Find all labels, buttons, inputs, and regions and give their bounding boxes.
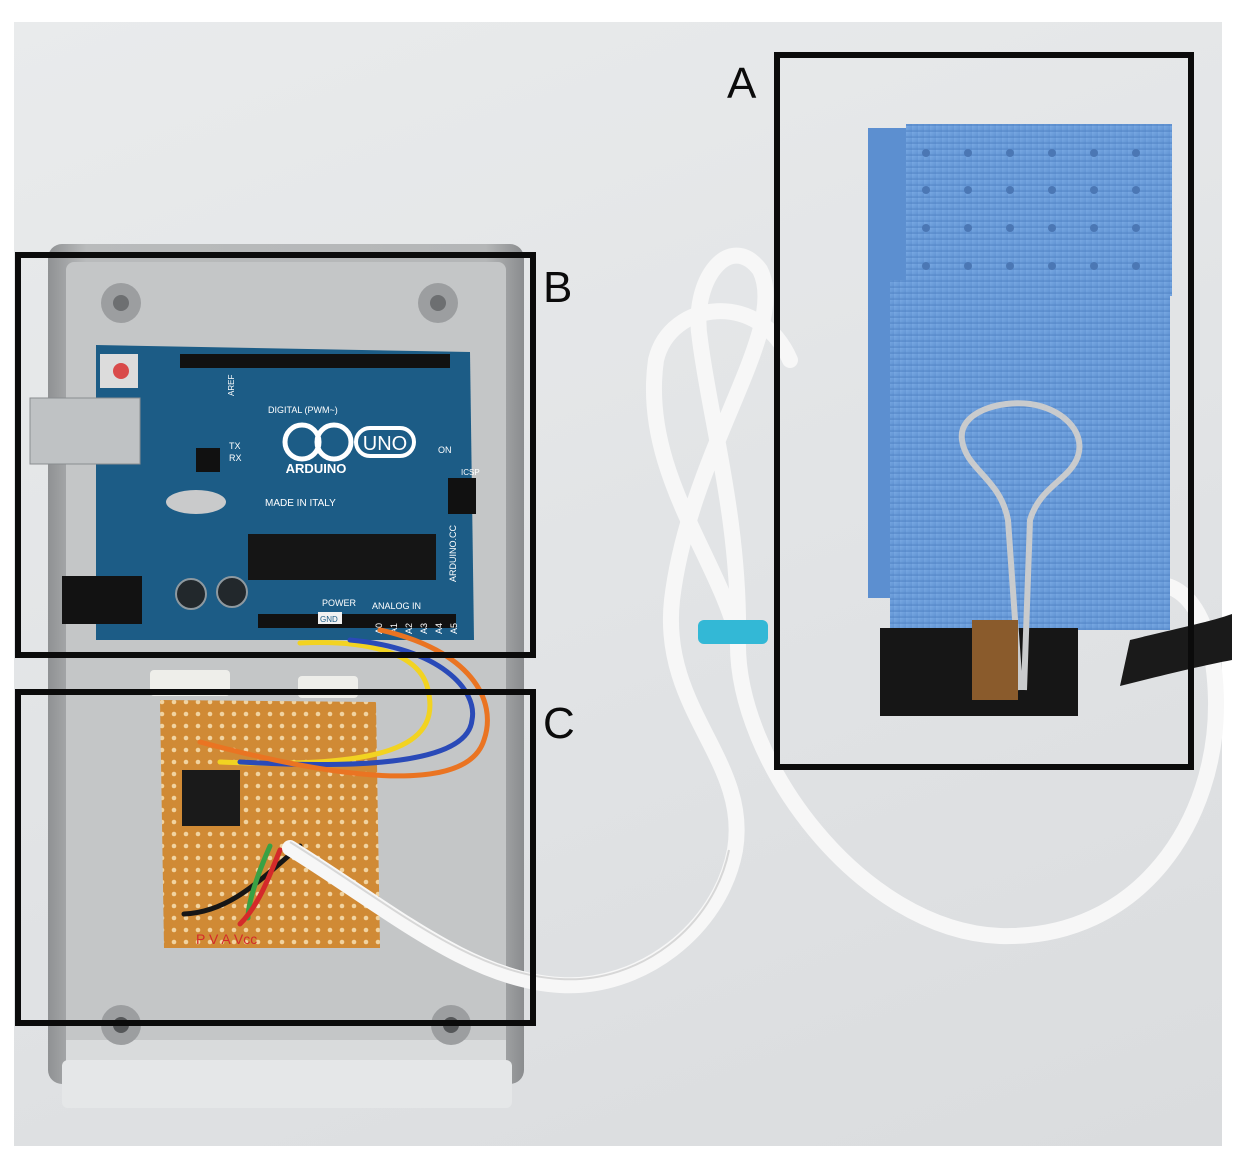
- jumper-wires: [181, 627, 490, 927]
- board-rx-text: RX: [229, 453, 242, 463]
- panel-a-frame: [774, 52, 1194, 770]
- panel-b-label: B: [543, 263, 573, 312]
- board-aref-text: AREF: [227, 375, 236, 396]
- board-digital-text: DIGITAL (PWM~): [268, 405, 338, 415]
- white-cable: [282, 247, 1225, 994]
- board-gnd-text: GND: [320, 615, 338, 624]
- board-power-text: POWER: [322, 598, 357, 608]
- board-on-text: ON: [438, 445, 452, 455]
- board-logo-text: UNO: [363, 433, 407, 455]
- panel-c-label: C: [543, 699, 575, 748]
- pin-label-a5: A5: [449, 623, 459, 634]
- handwritten-pin-labels: P V A Vcc: [196, 931, 257, 947]
- arduino-uno-board: UNO ARDUINO MADE IN ITALY DIGITAL (PWM~)…: [29, 345, 480, 640]
- board-brand-text: ARDUINO: [286, 461, 347, 476]
- board-origin-text: MADE IN ITALY: [265, 498, 336, 509]
- board-tx-text: TX: [229, 441, 241, 451]
- panel-c-frame: [15, 689, 536, 1026]
- board-icsp-text: ICSP: [461, 468, 480, 477]
- pin-label-a4: A4: [434, 623, 444, 634]
- pin-label-a1: A1: [389, 623, 399, 634]
- cable-tie: [698, 620, 768, 644]
- pin-label-a2: A2: [404, 623, 414, 634]
- board-analog-text: ANALOG IN: [372, 601, 421, 611]
- cable-shading: [289, 841, 730, 981]
- board-site-text: ARDUINO.CC: [448, 524, 458, 582]
- sensor-clip-device: [868, 124, 1232, 716]
- panel-a-label: A: [727, 59, 757, 108]
- pin-label-a3: A3: [419, 623, 429, 634]
- panel-b-frame: [15, 252, 536, 658]
